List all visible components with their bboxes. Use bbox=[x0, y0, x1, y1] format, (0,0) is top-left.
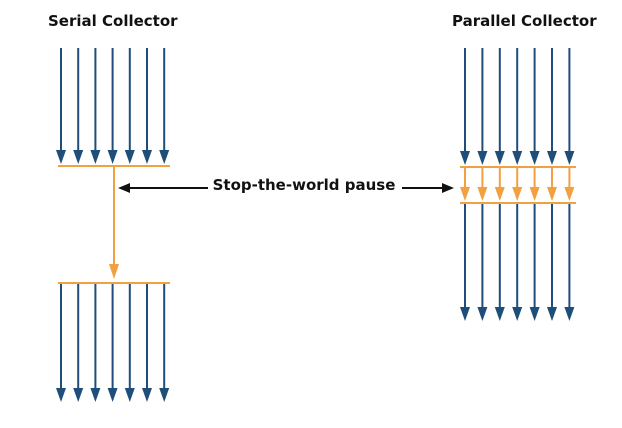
serial-thread-arrow-head bbox=[56, 388, 66, 402]
parallel-gc-thread-arrow-head bbox=[477, 187, 488, 201]
parallel-gc-threads bbox=[460, 168, 575, 201]
parallel-thread-arrow-head bbox=[494, 307, 505, 321]
serial-thread-arrow-head bbox=[90, 388, 101, 402]
parallel-thread-arrow-head bbox=[512, 307, 523, 321]
serial-thread-arrow-head bbox=[159, 388, 170, 402]
serial-collector-title: Serial Collector bbox=[48, 12, 178, 30]
parallel-thread-arrow-head bbox=[460, 307, 470, 321]
serial-thread-arrow-head bbox=[142, 150, 152, 164]
serial-thread-arrow-head bbox=[159, 150, 170, 164]
serial-thread-arrow-head bbox=[56, 150, 66, 164]
parallel-thread-arrow-head bbox=[564, 151, 575, 165]
pause-arrow-left-head bbox=[118, 183, 130, 193]
stop-the-world-pause-label: Stop-the-world pause bbox=[210, 176, 398, 194]
parallel-gc-thread-arrow-head bbox=[529, 187, 540, 201]
parallel-gc-thread-arrow-head bbox=[460, 187, 470, 201]
parallel-collector-title: Parallel Collector bbox=[452, 12, 597, 30]
parallel-thread-arrow-head bbox=[477, 151, 488, 165]
parallel-thread-arrow-head bbox=[529, 151, 540, 165]
serial-thread-arrow-head bbox=[107, 150, 118, 164]
parallel-thread-arrow-head bbox=[494, 151, 505, 165]
serial-gc-thread-head bbox=[109, 264, 119, 279]
serial-thread-arrow-head bbox=[142, 388, 152, 402]
serial-thread-arrow-head bbox=[107, 388, 118, 402]
parallel-thread-arrow-head bbox=[460, 151, 470, 165]
parallel-gc-thread-arrow-head bbox=[494, 187, 505, 201]
parallel-thread-arrow-head bbox=[477, 307, 488, 321]
parallel-gc-thread-arrow-head bbox=[564, 187, 575, 201]
parallel-bottom-threads bbox=[460, 204, 575, 321]
serial-bottom-threads bbox=[56, 284, 170, 402]
serial-thread-arrow-head bbox=[73, 388, 84, 402]
serial-thread-arrow-head bbox=[73, 150, 84, 164]
serial-thread-arrow-head bbox=[90, 150, 101, 164]
parallel-thread-arrow-head bbox=[512, 151, 523, 165]
pause-arrow-right-head bbox=[442, 183, 454, 193]
parallel-top-threads bbox=[460, 48, 575, 165]
parallel-thread-arrow-head bbox=[529, 307, 540, 321]
serial-thread-arrow-head bbox=[124, 388, 135, 402]
serial-thread-arrow-head bbox=[124, 150, 135, 164]
parallel-thread-arrow-head bbox=[564, 307, 575, 321]
parallel-thread-arrow-head bbox=[547, 307, 557, 321]
serial-top-threads bbox=[56, 48, 170, 164]
parallel-gc-thread-arrow-head bbox=[512, 187, 523, 201]
parallel-thread-arrow-head bbox=[547, 151, 557, 165]
parallel-gc-thread-arrow-head bbox=[547, 187, 557, 201]
